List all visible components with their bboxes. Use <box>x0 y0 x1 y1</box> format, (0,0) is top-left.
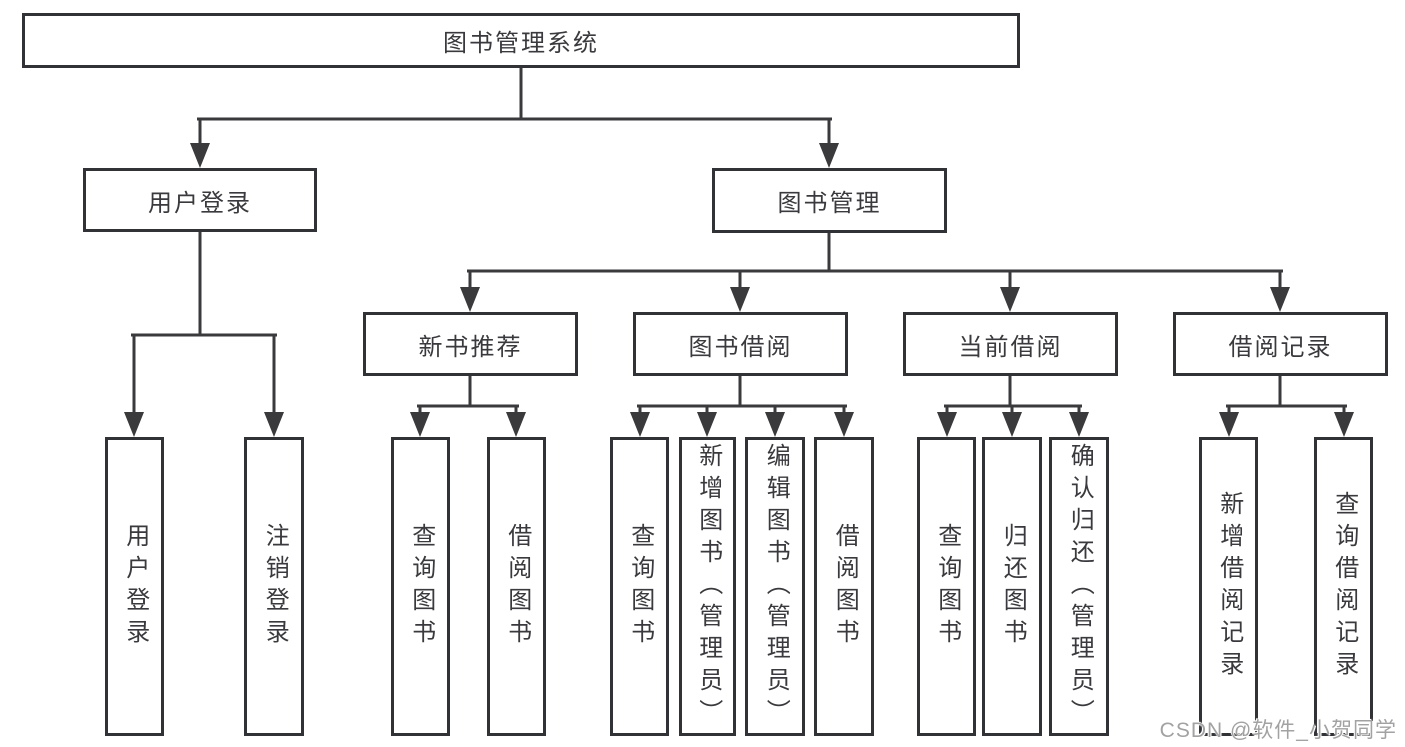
node-label: 新增图书（管理员） <box>694 442 722 731</box>
arrow-down-icon <box>506 412 526 437</box>
node-label: 查询借阅记录 <box>1330 490 1358 683</box>
arrow-down-icon <box>1334 412 1354 437</box>
node-label: 图书管理 <box>777 190 882 217</box>
node-label: 借阅记录 <box>1228 333 1333 361</box>
node-book-management: 图书管理 <box>712 168 947 233</box>
node-label: 注销登录 <box>261 522 289 651</box>
arrow-down-icon <box>1270 287 1290 312</box>
node-label: 借阅图书 <box>831 522 859 651</box>
arrow-down-icon <box>730 287 750 312</box>
node-book-borrow: 图书借阅 <box>633 312 848 376</box>
arrow-down-icon <box>410 412 430 437</box>
arrow-down-icon <box>1219 412 1239 437</box>
node-label: 新书推荐 <box>418 333 523 361</box>
node-label: 归还图书 <box>999 522 1027 651</box>
arrow-down-icon <box>1000 287 1020 312</box>
arrowhead-icons <box>124 143 1354 437</box>
node-label: 用户登录 <box>121 522 149 651</box>
csdn-watermark: CSDN @软件_小贺同学 <box>1159 719 1397 742</box>
arrow-down-icon <box>834 412 854 437</box>
node-label: 查询图书 <box>626 522 654 651</box>
leaf-confirm-return-admin: 确认归还（管理员） <box>1049 437 1109 736</box>
leaf-add-borrow-record: 新增借阅记录 <box>1199 437 1258 736</box>
arrow-down-icon <box>630 412 650 437</box>
leaf-edit-book-admin: 编辑图书（管理员） <box>745 437 805 736</box>
arrow-down-icon <box>264 412 284 437</box>
leaf-add-book-admin: 新增图书（管理员） <box>679 437 736 736</box>
arrow-down-icon <box>124 412 144 437</box>
leaf-logout: 注销登录 <box>244 437 304 736</box>
node-label: 查询图书 <box>407 522 435 651</box>
node-label: 图书借阅 <box>688 333 793 361</box>
node-label: 当前借阅 <box>958 333 1063 361</box>
arrow-down-icon <box>765 412 785 437</box>
arrow-down-icon <box>460 287 480 312</box>
node-label: 新增借阅记录 <box>1215 490 1243 683</box>
leaf-query-book-current: 查询图书 <box>917 437 976 736</box>
node-label: 用户登录 <box>148 189 252 217</box>
node-root-library-system: 图书管理系统 <box>22 13 1020 68</box>
leaf-query-borrow-record: 查询借阅记录 <box>1314 437 1373 736</box>
connector-edges <box>131 66 1347 416</box>
node-label: 确认归还（管理员） <box>1066 442 1094 731</box>
node-new-book-recommend: 新书推荐 <box>363 312 578 376</box>
arrow-down-icon <box>1069 412 1089 437</box>
node-label: 图书管理系统 <box>443 30 599 57</box>
node-label: 编辑图书（管理员） <box>762 442 790 731</box>
leaf-query-book-borrow: 查询图书 <box>610 437 669 736</box>
node-label: 查询图书 <box>933 522 961 651</box>
leaf-query-book-recommend: 查询图书 <box>391 437 450 736</box>
node-label: 借阅图书 <box>503 522 531 651</box>
arrow-down-icon <box>697 412 717 437</box>
node-user-login: 用户登录 <box>83 168 317 232</box>
arrow-down-icon <box>819 143 839 168</box>
node-current-borrow: 当前借阅 <box>903 312 1118 376</box>
leaf-borrow-book: 借阅图书 <box>814 437 874 736</box>
leaf-return-book: 归还图书 <box>982 437 1042 736</box>
leaf-borrow-book-recommend: 借阅图书 <box>487 437 546 736</box>
arrow-down-icon <box>937 412 957 437</box>
arrow-down-icon <box>1002 412 1022 437</box>
node-borrow-records: 借阅记录 <box>1173 312 1388 376</box>
leaf-user-login: 用户登录 <box>105 437 164 736</box>
arrow-down-icon <box>190 143 210 168</box>
